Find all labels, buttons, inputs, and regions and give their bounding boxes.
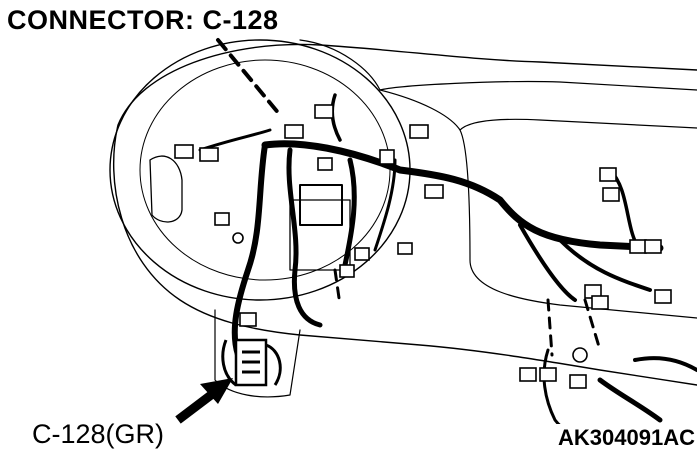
dashboard-top-edge [299, 39, 697, 91]
connector-19 [654, 289, 672, 304]
connector-15 [629, 239, 647, 254]
grommet [572, 347, 588, 363]
connector-16 [644, 239, 662, 254]
fastener [232, 232, 244, 244]
dashed-line-4 [583, 298, 602, 352]
harness-branch-4 [558, 238, 652, 292]
connector-10 [317, 157, 333, 171]
connector-8 [397, 242, 413, 255]
connector-4 [314, 104, 334, 119]
pointer-arrow [175, 378, 233, 424]
harness-lower-right [597, 377, 663, 423]
harness-branch-1 [286, 147, 323, 328]
relay-bracket-back [289, 199, 351, 271]
relay-bracket [299, 184, 343, 226]
main-harness [261, 140, 664, 252]
connector-callout-label: C-128(GR) [30, 418, 167, 450]
connector-3 [284, 124, 304, 139]
connector-18 [591, 295, 609, 310]
dashboard-inner-edge [379, 89, 697, 319]
connector-5 [409, 124, 429, 139]
connector-2 [199, 147, 219, 162]
dashed-line-2 [333, 268, 342, 307]
harness-down-left [231, 142, 268, 358]
dashboard-outline [112, 43, 697, 386]
left-vent [149, 155, 183, 223]
connector-1 [174, 144, 194, 159]
figure-code: AK304091AC [556, 424, 697, 452]
harness-branch-2 [342, 157, 357, 268]
connector-13 [599, 167, 617, 182]
connector-22 [569, 374, 587, 389]
harness-branch-8 [373, 158, 397, 252]
harness-lower-right-2 [633, 356, 697, 372]
connector-9 [214, 212, 230, 226]
diagram-title: CONNECTOR: C-128 [4, 4, 282, 36]
connector-12 [339, 264, 355, 278]
c128-connector [221, 338, 282, 387]
connector-7 [424, 184, 444, 199]
connector-6 [379, 149, 395, 165]
harness-branch-3 [518, 223, 577, 302]
connector-23 [519, 367, 537, 382]
connector-11 [354, 247, 370, 261]
dashed-line-3 [546, 298, 554, 357]
dashed-line-1 [216, 38, 282, 117]
connector-14 [602, 187, 620, 202]
center-panel-edge [459, 118, 697, 131]
harness-branch-5 [608, 168, 642, 252]
connector-20 [239, 312, 257, 327]
harness-branch-7 [198, 128, 272, 152]
steering-wheel-inner [139, 59, 391, 281]
connector-21 [539, 367, 557, 382]
